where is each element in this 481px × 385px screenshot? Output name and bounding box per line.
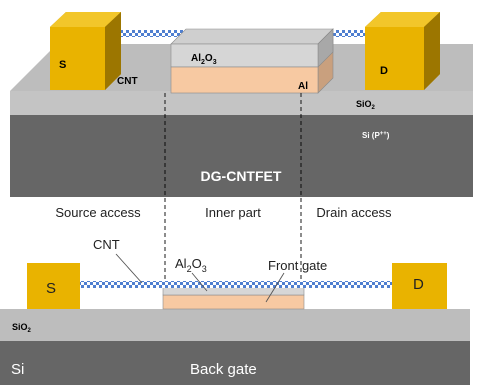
drain-contact-bottom — [392, 263, 447, 309]
drain-contact-top — [365, 12, 440, 90]
al2o3-leader — [191, 272, 208, 292]
cnt-label-top: CNT — [117, 76, 138, 87]
si-back-gate-bottom — [0, 341, 470, 385]
cnt-bottom — [80, 281, 398, 288]
sio2-layer-bottom — [0, 309, 470, 341]
front-gate-al — [162, 294, 305, 310]
si-label-top: Si (P++) — [362, 131, 390, 140]
source-label-bottom: S — [46, 280, 56, 297]
cnt-leader — [115, 253, 143, 284]
front-gate-label: Front gate — [268, 258, 327, 273]
si-label-bottom: Si — [11, 361, 24, 378]
device-title: DG-CNTFET — [201, 168, 282, 184]
region-source-access: Source access — [55, 205, 141, 220]
region-drain-access: Drain access — [316, 205, 392, 220]
sio2-front-layer — [10, 91, 473, 115]
cnt-label-bottom: CNT — [93, 237, 120, 252]
gate-stack-top — [170, 28, 334, 94]
region-inner-part: Inner part — [205, 205, 261, 220]
source-label-top: S — [59, 59, 66, 71]
al2o3-label-top: Al2O3 — [191, 53, 217, 66]
si-substrate-front — [10, 115, 473, 197]
al-label-top: Al — [298, 81, 308, 92]
al2o3-label-bottom: Al2O3 — [175, 256, 207, 274]
source-contact-top — [50, 12, 121, 90]
front-gate-leader — [265, 272, 285, 303]
back-gate-label: Back gate — [190, 361, 257, 378]
gate-oxide-al2o3 — [162, 286, 305, 296]
sio2-label-top: SiO2 — [356, 99, 376, 111]
sio2-label-bottom: SiO2 — [12, 322, 32, 334]
drain-label-bottom: D — [413, 276, 424, 293]
drain-label-top: D — [380, 65, 388, 77]
source-contact-bottom — [27, 263, 80, 309]
